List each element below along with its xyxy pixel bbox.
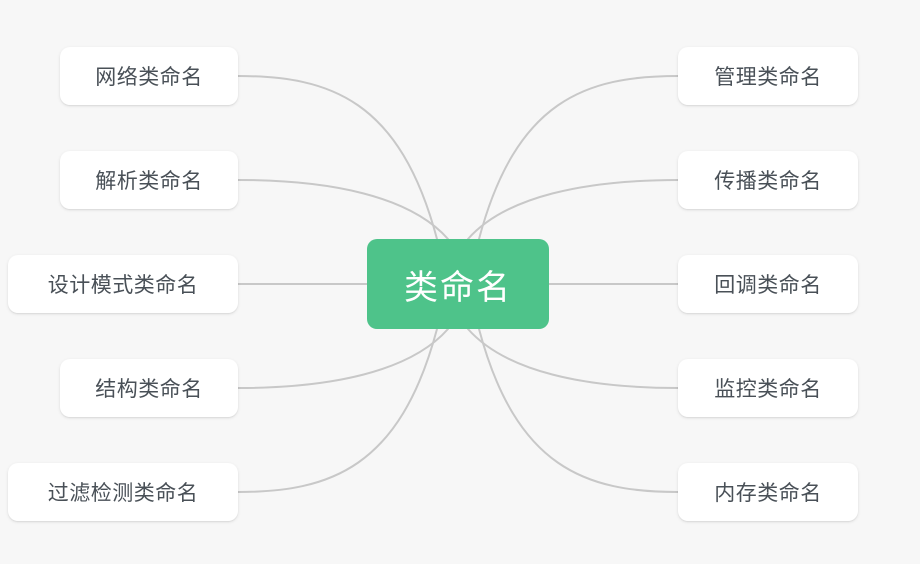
branch-label: 过滤检测类命名 [47, 482, 199, 505]
branch-node-right-2[interactable]: 传播类命名 [678, 151, 858, 209]
branch-label: 设计模式类命名 [47, 274, 199, 297]
branch-label: 管理类命名 [714, 66, 822, 89]
branch-node-left-5[interactable]: 过滤检测类命名 [8, 463, 238, 521]
branch-node-right-5[interactable]: 内存类命名 [678, 463, 858, 521]
connector-right-2 [467, 179, 679, 240]
branch-node-left-4[interactable]: 结构类命名 [60, 359, 238, 417]
connector-right-5 [478, 328, 679, 493]
connector-left-4 [237, 328, 449, 389]
center-node-label: 类命名 [404, 268, 512, 307]
connector-left-1 [237, 75, 438, 240]
connector-left-2 [237, 179, 449, 240]
branch-label: 结构类命名 [95, 378, 203, 401]
branch-label: 网络类命名 [95, 66, 203, 89]
connector-right-1 [478, 75, 679, 240]
branch-label: 传播类命名 [714, 170, 822, 193]
branch-node-right-4[interactable]: 监控类命名 [678, 359, 858, 417]
branch-node-left-2[interactable]: 解析类命名 [60, 151, 238, 209]
branch-label: 解析类命名 [95, 170, 203, 193]
branch-label: 回调类命名 [714, 274, 822, 297]
connector-left-5 [237, 328, 438, 493]
center-node[interactable]: 类命名 [367, 239, 549, 329]
branch-node-left-3[interactable]: 设计模式类命名 [8, 255, 238, 313]
branch-node-right-3[interactable]: 回调类命名 [678, 255, 858, 313]
branch-node-right-1[interactable]: 管理类命名 [678, 47, 858, 105]
branch-label: 监控类命名 [714, 378, 822, 401]
branch-node-left-1[interactable]: 网络类命名 [60, 47, 238, 105]
connector-right-4 [467, 328, 679, 389]
branch-label: 内存类命名 [714, 482, 822, 505]
